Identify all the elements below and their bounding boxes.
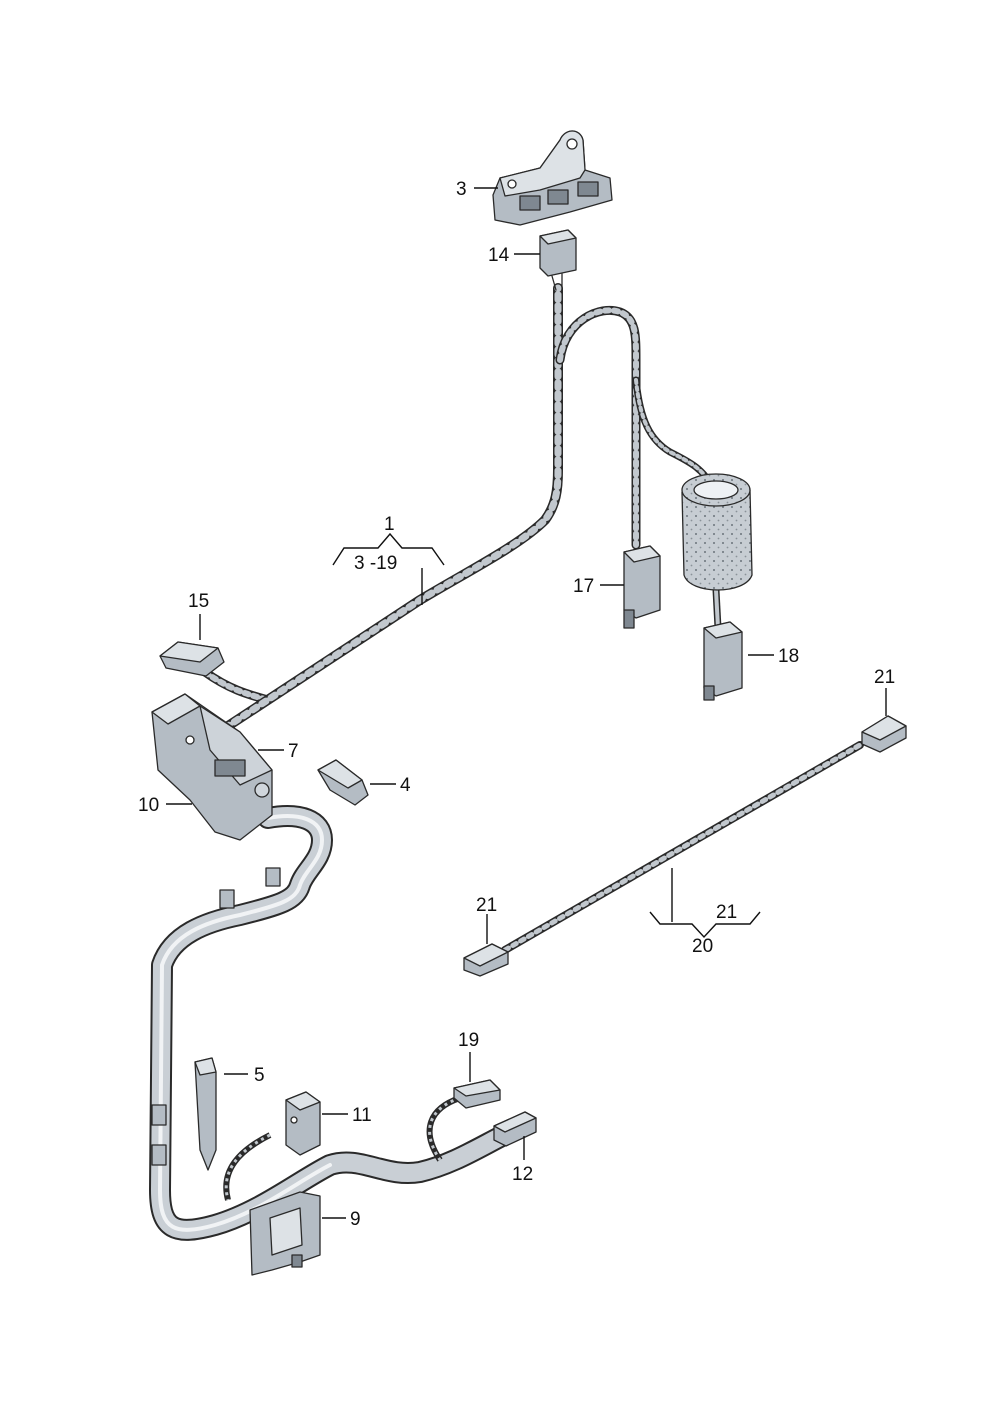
foam-sleeve — [681, 473, 753, 591]
label-part-15: 15 — [188, 591, 209, 612]
control-housing-part-10 — [151, 693, 273, 841]
leader-lines — [166, 187, 887, 1219]
label-part-14: 14 — [488, 245, 510, 266]
cable-part-20 — [463, 715, 907, 977]
label-part-1-range: 3 -19 — [354, 553, 397, 574]
connector-part-14 — [539, 229, 577, 291]
label-part-10: 10 — [138, 795, 159, 816]
label-part-21-top: 21 — [874, 667, 895, 688]
connector-part-17 — [623, 545, 661, 629]
label-part-7: 7 — [288, 741, 299, 762]
bracket-part-9 — [249, 1191, 321, 1276]
label-part-11: 11 — [352, 1105, 372, 1126]
label-part-9: 9 — [350, 1209, 361, 1230]
label-part-20: 20 — [692, 936, 713, 957]
clip-part-4 — [317, 759, 369, 806]
connector-part-18 — [703, 621, 743, 701]
label-part-4: 4 — [400, 775, 411, 796]
label-part-3: 3 — [456, 179, 467, 200]
label-part-5: 5 — [254, 1065, 265, 1086]
connector-part-15 — [159, 641, 225, 677]
label-part-17: 17 — [573, 576, 594, 597]
callout-labels: 1 3 -19 3 14 15 7 10 4 17 18 21 21 21 20… — [138, 179, 895, 1230]
label-part-1: 1 — [384, 514, 395, 535]
label-part-21-left: 21 — [476, 895, 497, 916]
bracket-part-3 — [492, 130, 613, 226]
label-part-19: 19 — [458, 1030, 479, 1051]
label-part-18: 18 — [778, 646, 799, 667]
connector-part-19 — [453, 1079, 501, 1109]
connector-part-12 — [493, 1111, 537, 1147]
main-wire-harness — [200, 283, 722, 733]
lower-wire-tube — [149, 805, 511, 1241]
strip-part-5 — [194, 1057, 217, 1171]
connector-part-11 — [285, 1091, 321, 1156]
label-part-12: 12 — [512, 1164, 533, 1185]
label-part-21-range: 21 — [716, 902, 737, 923]
